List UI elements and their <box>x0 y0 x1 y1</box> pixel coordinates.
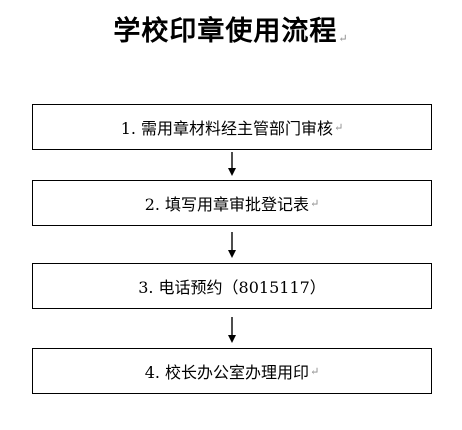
paragraph-mark-icon: ↵ <box>338 32 349 45</box>
flow-step-1: 1. 需用章材料经主管部门审核↵ <box>32 104 432 150</box>
down-arrow-icon <box>227 309 237 348</box>
flow-step-label: 2. 填写用章审批登记表 <box>144 195 310 214</box>
flow-step-4: 4. 校长办公室办理用印↵ <box>32 348 432 394</box>
down-arrow-icon <box>227 226 237 263</box>
flow-step-label: 1. 需用章材料经主管部门审核 <box>120 119 334 138</box>
flow-step-3: 3. 电话预约（8015117） <box>32 263 432 309</box>
flow-step-label: 4. 校长办公室办理用印 <box>144 363 310 382</box>
flow-step-label: 3. 电话预约（8015117） <box>138 278 326 297</box>
title-text: 学校印章使用流程 <box>113 16 338 47</box>
paragraph-mark-icon: ↵ <box>310 196 320 210</box>
down-arrow-icon <box>227 150 237 180</box>
flow-step-2: 2. 填写用章审批登记表↵ <box>32 180 432 226</box>
paragraph-mark-icon: ↵ <box>334 120 344 134</box>
diagram-title: 学校印章使用流程↵ <box>0 14 462 57</box>
paragraph-mark-icon: ↵ <box>310 364 320 378</box>
